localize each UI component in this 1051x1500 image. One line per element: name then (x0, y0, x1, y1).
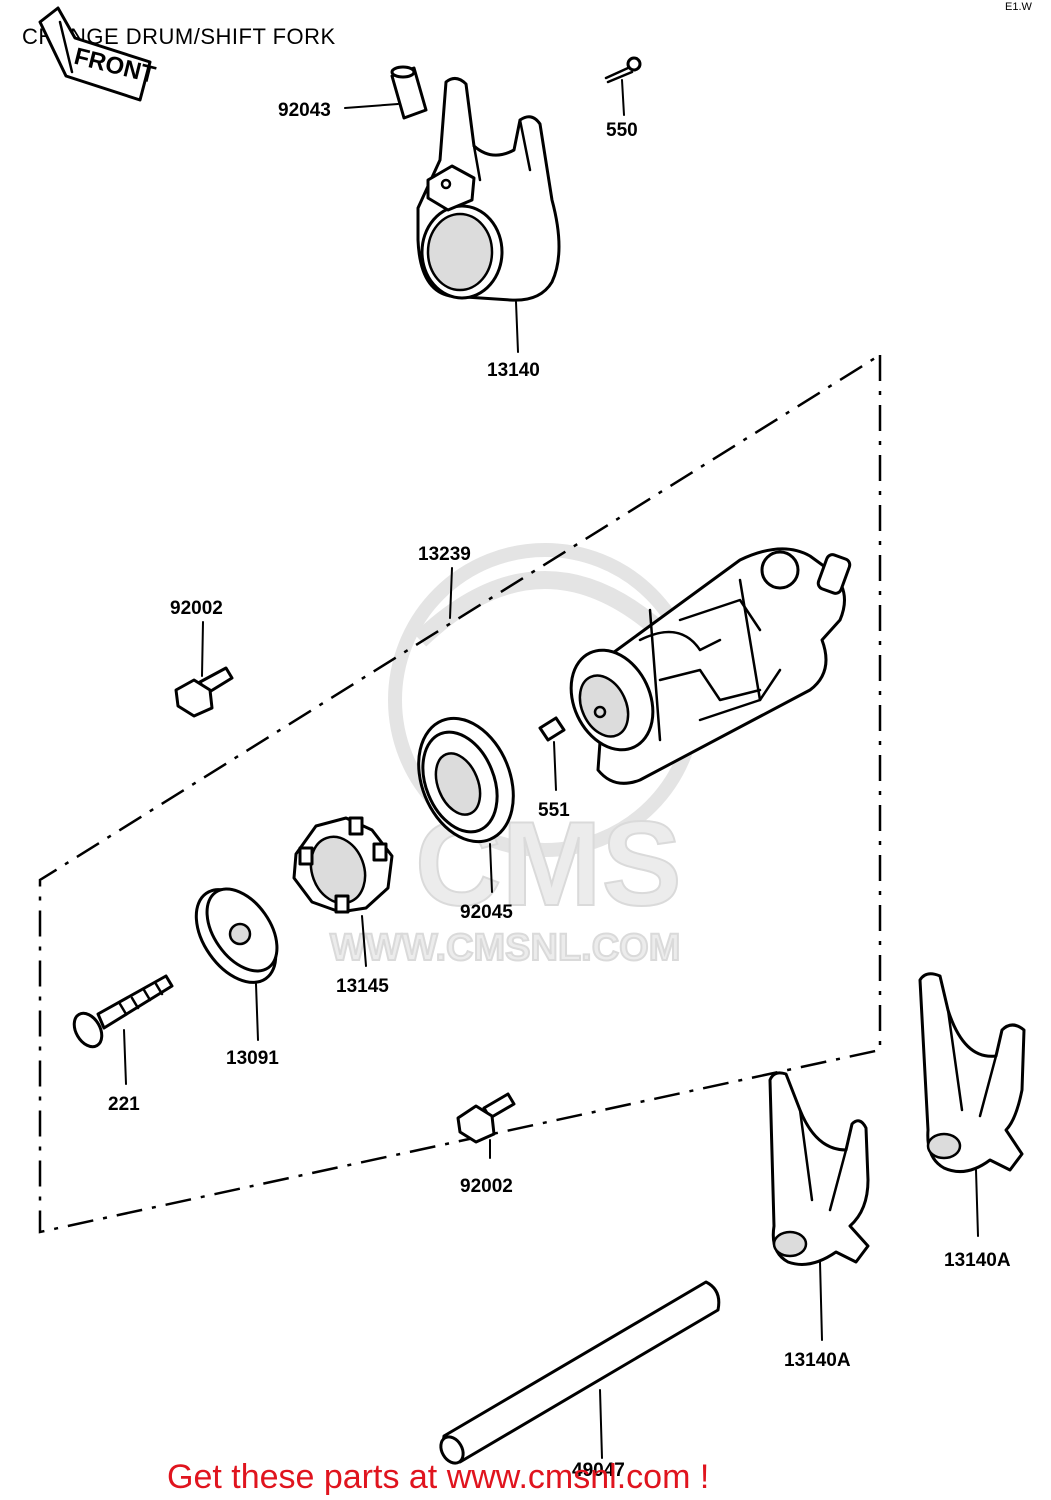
part-label-221: 221 (108, 1094, 140, 1115)
footer-cta-link[interactable]: Get these parts at www.cmsnl.com ! (167, 1458, 709, 1496)
part-label-13239: 13239 (418, 544, 471, 565)
change-drum-13239-icon (569, 547, 852, 785)
bearing-92045-icon (417, 716, 515, 844)
bolt-92002-top-icon (174, 666, 234, 718)
part-label-13140A-right: 13140A (944, 1250, 1011, 1271)
part-label-49047: 49047 (572, 1460, 625, 1481)
part-label-550: 550 (606, 120, 638, 141)
shaft-49047-icon (439, 1280, 721, 1465)
cotter-pin-550-icon (604, 56, 642, 84)
bolt-92002-bottom-icon (456, 1092, 516, 1144)
part-label-13091: 13091 (226, 1048, 279, 1069)
corner-code: E1.W (1005, 1, 1033, 13)
shift-fork-13140A-left-icon (768, 1071, 870, 1266)
part-label-92002-bottom: 92002 (460, 1176, 513, 1197)
watermark-mascot-cap (413, 571, 677, 647)
part-label-92043: 92043 (278, 100, 331, 121)
shift-fork-13140A-right-icon (918, 972, 1026, 1174)
pin-92043-icon (390, 65, 428, 120)
pin-holder-13145-icon (292, 816, 394, 914)
part-label-13140A-left: 13140A (784, 1350, 851, 1371)
pin-551-icon (538, 716, 566, 742)
part-label-13140: 13140 (487, 360, 540, 381)
watermark-url-text: WWW.CMSNL.COM (330, 927, 680, 969)
assembly-boundary (38, 352, 882, 1234)
front-arrow-icon: FRONT (38, 6, 158, 102)
shift-fork-13140-icon (416, 77, 561, 302)
part-label-13145: 13145 (336, 976, 389, 997)
screw-221-icon (72, 974, 174, 1049)
plate-13091-icon (194, 887, 279, 984)
part-label-551: 551 (538, 800, 570, 821)
part-label-92045: 92045 (460, 902, 513, 923)
part-label-92002-top: 92002 (170, 598, 223, 619)
